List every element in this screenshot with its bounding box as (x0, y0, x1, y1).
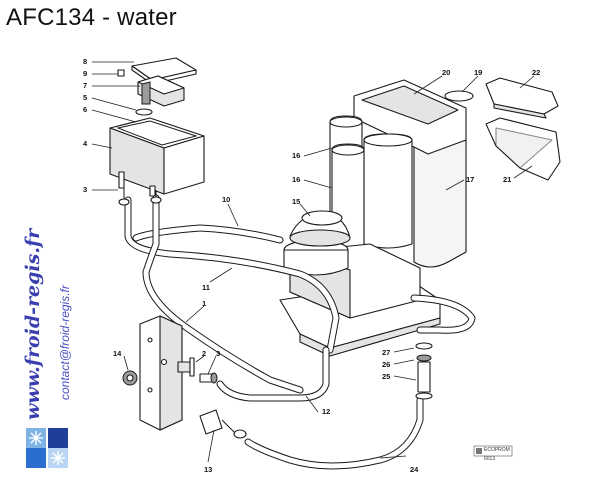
fitting-3-bottom (199, 372, 218, 384)
watermark-contact: contact@froid-regis.fr (58, 285, 72, 400)
hose-overflow (410, 294, 476, 334)
valve-2 (177, 357, 195, 377)
callout-4: 4 (83, 139, 88, 148)
callout-3-bottom: 3 (216, 349, 220, 358)
hose-24 (244, 396, 424, 470)
hose-1 (142, 194, 304, 394)
bracket-plate (139, 315, 183, 431)
tank-feet (118, 171, 156, 197)
hose-12 (216, 346, 330, 402)
callout-25: 25 (382, 372, 390, 381)
screw-9 (117, 69, 125, 77)
callout-13: 13 (204, 465, 212, 474)
callout-2: 2 (202, 349, 206, 358)
callout-19: 19 (474, 68, 482, 77)
callout-24: 24 (410, 465, 419, 474)
diagram-title: AFC134 - water (6, 4, 177, 31)
fitting-13 (199, 409, 247, 439)
fitting-stack (415, 342, 433, 400)
callout-21: 21 (503, 175, 511, 184)
callout-5: 5 (83, 93, 87, 102)
snowflake-logo-icon (26, 428, 68, 468)
reservoir-body-17 (413, 139, 467, 268)
cover-22 (485, 77, 559, 119)
callout-11: 11 (202, 283, 210, 292)
callout-20: 20 (442, 68, 450, 77)
hose-10 (132, 224, 284, 244)
callout-16b: 16 (292, 175, 300, 184)
callout-14: 14 (113, 349, 122, 358)
ring-19 (444, 90, 474, 102)
bushing-14 (122, 370, 138, 386)
cylinder-16b (363, 133, 413, 249)
callout-7: 7 (83, 81, 87, 90)
callout-27: 27 (382, 348, 390, 357)
callout-22: 22 (532, 68, 540, 77)
callout-8: 8 (83, 57, 87, 66)
clamp-3-top (118, 188, 162, 206)
callout-labels: 8 9 7 5 6 4 3 10 11 1 14 2 3 12 13 15 16… (83, 57, 540, 474)
callout-1: 1 (202, 299, 206, 308)
callout-6: 6 (83, 105, 87, 114)
hose-11 (124, 196, 340, 354)
watermark-site: www.froid-regis.fr (22, 228, 44, 420)
callout-17: 17 (466, 175, 474, 184)
callout-3-top: 3 (83, 185, 87, 194)
callout-15: 15 (292, 197, 300, 206)
stamp-code: 6013 (484, 456, 496, 462)
bracket-7 (137, 75, 185, 107)
reservoir-top-20 (353, 79, 467, 155)
callout-12: 12 (322, 407, 330, 416)
cover-21 (485, 117, 561, 181)
stamp-brand: ECOPROM (484, 447, 510, 453)
leader-lines (91, 61, 535, 463)
callout-9: 9 (83, 69, 87, 78)
manufacturer-stamp (473, 445, 513, 457)
callout-10: 10 (222, 195, 230, 204)
motor-15 (283, 210, 351, 276)
callout-16a: 16 (292, 151, 300, 160)
callout-26: 26 (382, 360, 390, 369)
